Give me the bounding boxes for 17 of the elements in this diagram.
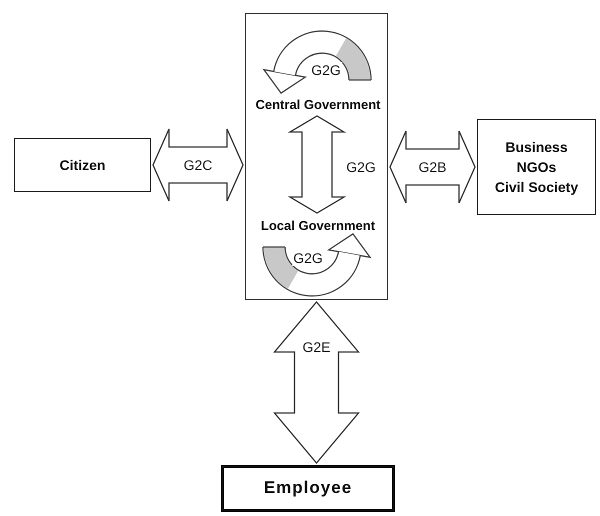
entity-name: Civil Society [494,178,578,198]
edge-label: G2C [182,157,214,173]
block-arrow [273,300,360,464]
level-label: Local Government [260,218,376,234]
entity-name: Employee [264,477,352,500]
block-arrow [288,115,346,214]
entity-box [14,138,151,192]
edge-label: G2G [292,250,324,266]
entity-name: Business [505,138,568,157]
entity-name: NGOs [516,158,556,177]
edge-label: G2B [418,159,448,175]
edge-label: G2G [310,62,342,78]
level-label: Central Government [256,96,380,114]
government-frame [245,13,388,300]
entity-box [221,465,395,512]
entity-name: Citizen [60,156,106,175]
entity-box [477,119,596,215]
